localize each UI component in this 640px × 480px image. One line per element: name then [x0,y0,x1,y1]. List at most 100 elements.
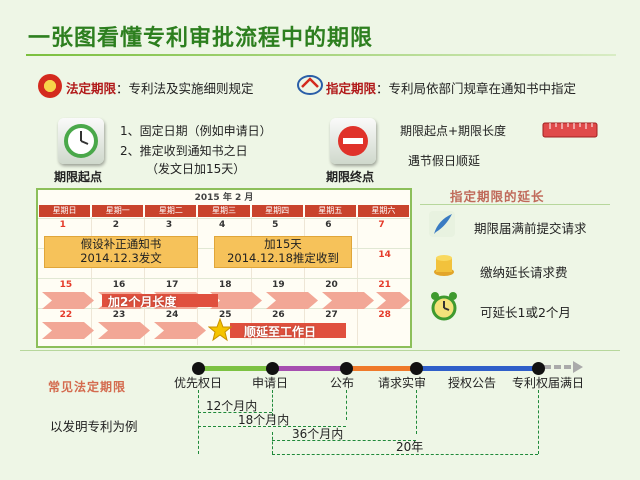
calendar-day: 27 [325,310,338,320]
end-holiday-note: 遇节假日顺延 [408,154,481,168]
duration-18-months: 18个月内 [238,413,290,427]
calendar-day: 2 [112,220,119,230]
calendar-day: 7 [378,220,385,230]
calendar-day: 5 [272,220,279,230]
calendar-title: 2015 年 2 月 [194,193,254,203]
segment-filing-publication [272,366,346,371]
guide-expiry [538,390,539,454]
extension-title: 指定期限的延长 [450,189,545,204]
extension-item-3: 可延长1或2个月 [480,305,571,320]
calendar-day: 16 [112,280,126,290]
calendar-day: 26 [272,310,285,320]
calendar-row-line [38,278,410,279]
guide-priority [198,390,199,454]
label-priority-date: 优先权日 [174,376,223,390]
label-publication: 公布 [330,376,355,390]
star-icon [208,318,232,342]
span-36-months [272,440,416,441]
timeline-section-label: 常见法定期限 [48,380,127,394]
designated-label: 指定期限 [326,81,377,96]
calendar-column-line [303,217,305,345]
weekday-header: 星期三 [198,205,250,217]
guide-filing-top [272,390,273,416]
calendar-day: 21 [378,280,391,290]
calendar-column-line [144,217,146,345]
designated-definition: 指定期限：专利局依部门规章在通知书中指定 [326,78,576,97]
segment-priority-filing [198,366,272,371]
clock-icon [64,124,98,158]
weekday-header: 星期六 [357,205,409,217]
timeline-example: 以发明专利为例 [50,419,138,434]
received-banner-line-1: 加15天 [264,237,302,251]
statutory-text: ：专利法及实施细则规定 [116,81,254,96]
coins-icon [434,255,454,276]
calendar-column-line [197,217,199,345]
end-formula: 期限起点+期限长度 [400,124,507,138]
national-emblem-icon [38,74,62,98]
start-item-1: 1、固定日期（例如申请日） [120,124,272,138]
two-month-label: 加2个月长度 [108,295,177,309]
calendar-day: 22 [59,310,73,320]
weekday-header: 星期四 [251,205,303,217]
calendar-column-line [250,217,252,345]
notice-banner-line-1: 假设补正通知书 [80,237,162,251]
calendar-row-line [38,218,410,219]
extension-divider [420,204,610,205]
calendar-day: 28 [378,310,391,320]
calendar-column-line [356,217,358,345]
statutory-definition: 法定期限：专利法及实施细则规定 [66,78,254,97]
label-filing-date: 申请日 [252,376,289,390]
calendar-day: 3 [165,220,173,230]
weekday-header: 星期五 [304,205,356,217]
segment-exam-expiry [416,366,538,371]
calendar-day: 24 [165,310,179,320]
calendar-day: 6 [325,220,332,230]
quill-icon [429,211,455,237]
start-icon-box [58,118,104,164]
statutory-label: 法定期限 [66,81,117,96]
notice-banner-line-2: 2014.12.3发文 [80,251,162,265]
designated-text: ：专利局依部门规章在通知书中指定 [376,81,577,96]
calendar-day: 17 [165,280,179,290]
timeline-divider [20,350,620,351]
calendar-day: 15 [59,280,73,290]
start-caption: 期限起点 [54,170,103,184]
calendar-day: 20 [325,280,338,290]
point-priority-date [192,362,205,375]
ruler-icon [542,122,598,138]
label-expiry: 专利权届满日 [512,376,585,390]
start-item-2: 2、推定收到通知书之日 [120,144,248,158]
alarm-clock-icon [431,292,457,321]
duration-20-years: 20年 [396,440,424,454]
weekday-header: 星期日 [39,205,91,217]
weekday-header: 星期一 [92,205,144,217]
duration-36-months: 36个月内 [292,427,344,441]
point-exam-request [410,362,423,375]
end-caption: 期限终点 [326,170,375,184]
guide-publication [346,390,347,420]
calendar: 2015 年 2 月 星期日星期一星期二星期三星期四星期五星期六12345678… [36,188,412,348]
two-month-arrows [42,292,410,309]
extension-item-2: 缴纳延长请求费 [480,265,568,280]
postpone-arrows [42,322,346,339]
span-20-years [272,454,538,455]
postpone-label: 顺延至工作日 [244,325,317,339]
calendar-day: 1 [59,220,66,230]
calendar-day: 18 [219,280,232,290]
start-item-2-note: （发文日加15天） [146,162,246,176]
timeline-arrow-icon [544,361,583,373]
duration-12-months: 12个月内 [206,399,258,413]
point-filing-date [266,362,279,375]
point-publication [340,362,353,375]
guide-exam [416,390,417,434]
sipo-logo-icon [297,75,323,95]
calendar-day: 4 [219,220,226,230]
point-expiry [532,362,545,375]
segment-publication-exam [346,366,416,371]
received-banner: 加15天 2014.12.18推定收到 [214,236,352,268]
calendar-column-line [91,217,93,345]
extension-item-1: 期限届满前提交请求 [474,221,587,236]
stop-sign-icon [338,126,368,156]
page-title: 一张图看懂专利审批流程中的期限 [28,26,374,51]
end-icon-box [330,118,376,164]
